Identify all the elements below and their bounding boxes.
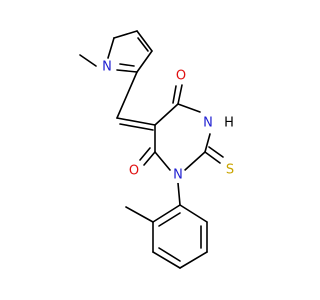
bond-c2-n1	[184, 151, 206, 171]
atom-nh-label: N	[203, 116, 213, 131]
atom-o-lower: O	[126, 163, 142, 179]
bond-pyrrole-c4-c3-inner	[137, 37, 149, 52]
bond-aryl-methyl	[125, 206, 154, 223]
bond-aryl-4	[152, 251, 181, 269]
atom-o-lower-label: O	[129, 164, 139, 179]
molecule-structure-diagram: N O N H O N S	[79, 30, 238, 269]
bond-aryl-6	[152, 204, 181, 223]
atom-s: S	[222, 162, 238, 178]
bond-pyrrole-n-c5	[107, 37, 115, 59]
bond-aryl-6-inner	[158, 212, 181, 227]
bond-c6-o-lower	[143, 151, 156, 166]
bond-c4-o-upper-2	[172, 85, 177, 104]
atom-o-upper: O	[173, 68, 189, 84]
atom-n-aryl-label: N	[173, 168, 183, 183]
bond-c2-s-2	[208, 146, 224, 158]
bond-c4-n3	[177, 103, 201, 113]
bond-pyrrole-c4-c3	[136, 30, 153, 52]
bond-pyrrole-c2-n-inner	[119, 63, 135, 67]
bond-methine-c5-inner	[119, 123, 154, 131]
atom-n-pyrrole-label: N	[102, 60, 112, 75]
bond-pyrrole-c2-n	[116, 69, 138, 73]
atom-labels: N O N H O N S	[99, 59, 238, 183]
bond-aryl-1	[179, 204, 208, 223]
bond-c6-o-lower-2	[139, 147, 151, 161]
bond-c5-c4	[154, 103, 179, 126]
atom-n-pyrrole: N	[99, 59, 115, 75]
atom-nh: N H	[200, 115, 236, 131]
bond-pyrrole-c5-c4	[113, 30, 138, 39]
atom-s-label: S	[226, 163, 234, 178]
bond-nmethyl	[79, 54, 97, 67]
atom-o-upper-label: O	[176, 69, 186, 84]
atom-h-label: H	[224, 116, 234, 131]
bond-aryl-3	[179, 251, 208, 269]
bond-n3-c2	[204, 133, 211, 153]
bond-pyrrole-c3-c2	[136, 50, 153, 73]
bonds	[79, 30, 224, 269]
bond-c2-methine	[116, 71, 138, 119]
bond-c2-s	[204, 151, 221, 164]
bond-n1-aryl	[177, 182, 181, 206]
bond-methine-c5	[116, 117, 156, 126]
bond-c4-o-upper	[177, 84, 183, 105]
bond-n1-c6	[154, 151, 171, 171]
atom-n-aryl: N	[170, 167, 186, 183]
bond-aryl-4-inner	[158, 247, 181, 262]
